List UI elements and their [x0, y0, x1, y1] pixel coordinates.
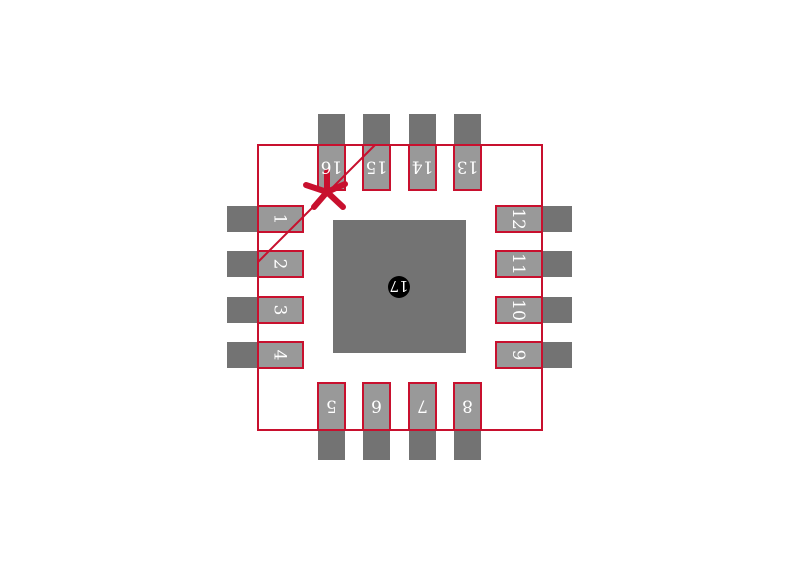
pin-4-pad-outline [257, 341, 304, 369]
body-outline [257, 144, 543, 431]
pin-3-pad-outline [257, 296, 304, 324]
pin-13-label: 13 [457, 157, 479, 177]
pin-7-label: 7 [417, 396, 428, 416]
pin-5-label: 5 [326, 396, 337, 416]
pin-10-label: 10 [508, 299, 528, 321]
center-pad-label: 17 [389, 277, 408, 295]
pin-16-label: 16 [321, 157, 343, 177]
pin-8-label: 8 [462, 396, 473, 416]
pin-2-label: 2 [270, 259, 290, 270]
pin-4-label: 4 [270, 350, 290, 361]
pin-9-pad-outline [495, 341, 543, 369]
pin-6-label: 6 [371, 396, 382, 416]
pin-3-label: 3 [270, 305, 290, 316]
pin-1-label: 1 [270, 214, 290, 225]
pin-5-pad-outline [317, 382, 346, 431]
pin-15-label: 15 [366, 157, 388, 177]
pin1-star-marker [303, 169, 348, 210]
pin-7-pad-outline [408, 382, 437, 431]
pin-9-label: 9 [508, 350, 528, 361]
pin-11-label: 11 [508, 253, 528, 275]
pin-14-label: 14 [412, 157, 434, 177]
center-pad-marker [388, 276, 410, 298]
pin-12-label: 12 [508, 208, 528, 230]
pin-6-pad-outline [362, 382, 391, 431]
pin-8-pad-outline [453, 382, 482, 431]
pin-12-pad-outline [495, 205, 543, 233]
